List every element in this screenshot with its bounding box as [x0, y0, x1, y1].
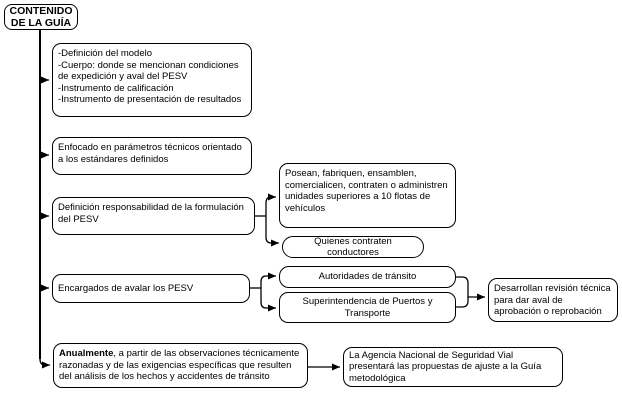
node-title-contenido-guia: CONTENIDO DE LA GUÍA [4, 4, 78, 30]
node-quienes-contraten: Quienes contraten conductores [282, 236, 424, 258]
node-encargados-avalar: Encargados de avalar los PESV [52, 274, 250, 303]
node-anualmente-observaciones: Anualmente, a partir de las observacione… [53, 343, 308, 388]
node-desarrollan-revision: Desarrollan revisión técnica para dar av… [488, 278, 618, 322]
node-autoridades-transito: Autoridades de tránsito [279, 266, 456, 288]
node-posean-fabriquen: Posean, fabriquen, ensamblen, comerciali… [279, 163, 456, 228]
node-anualmente-lead: Anualmente [59, 348, 114, 359]
node-agencia-nacional: La Agencia Nacional de Seguridad Vial pr… [343, 347, 563, 387]
node-anualmente-rest: , a partir de las observaciones técnicam… [59, 348, 300, 382]
node-definicion-responsabilidad: Definición responsabilidad de la formula… [52, 197, 255, 235]
node-enfoque-parametros: Enfocado en parámetros técnicos orientad… [52, 137, 252, 175]
node-superintendencia-puertos: Superintendencia de Puertos y Transporte [279, 292, 456, 323]
node-contenido-items: -Definición del modelo -Cuerpo: donde se… [52, 43, 252, 117]
